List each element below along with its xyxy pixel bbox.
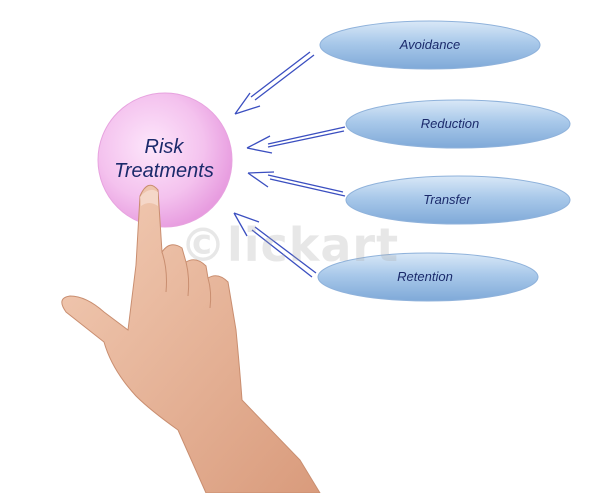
branch-label-transfer: Transfer [423,192,471,207]
center-title: Risk Treatments [100,135,228,183]
arrow-avoidance [234,51,315,115]
branch-label-reduction: Reduction [420,116,480,131]
center-title-line1: Risk [144,136,184,158]
arrow-reduction [246,126,346,154]
oval-avoidance [319,20,541,70]
center-title-line2: Treatments [114,160,214,182]
watermark: ©lickart [180,218,400,272]
oval-reduction [345,99,571,149]
oval-retention [317,252,539,302]
risk-treatments-circle [97,92,233,228]
oval-transfer [345,175,571,225]
arrow-retention [233,212,317,278]
branch-label-retention: Retention [397,269,453,284]
pointing-hand-image [61,184,321,493]
branch-label-avoidance: Avoidance [399,37,461,52]
arrow-transfer [247,171,346,197]
